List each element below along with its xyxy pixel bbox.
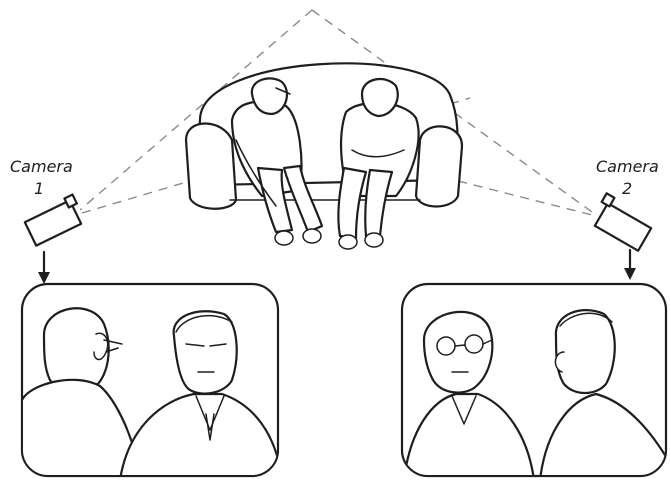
head-back: [556, 310, 615, 393]
camera-2-man-back-view: [540, 310, 668, 480]
camera-2-label: Camera: [596, 157, 659, 176]
right-man-shoe-2: [365, 233, 383, 247]
sofa-left-arm: [186, 124, 236, 209]
right-man-shoe-1: [339, 235, 357, 249]
front-shoulders: [404, 394, 534, 480]
left-man-shoe-1: [275, 231, 293, 245]
camera-1-view-frame: [10, 284, 282, 480]
right-man-leg-2: [365, 170, 392, 236]
left-man-head: [252, 78, 287, 114]
back-shoulders: [10, 380, 140, 480]
back-shoulders: [540, 394, 668, 480]
camera-1: Camera 1: [10, 157, 81, 284]
camera-1-label: Camera: [10, 157, 73, 176]
sofa-right-arm: [416, 126, 462, 206]
camera-1-number: 1: [34, 179, 44, 198]
glasses-right: [465, 335, 483, 353]
camera-2-man-front-view: [404, 312, 534, 480]
camera-icon: [595, 193, 651, 250]
right-man-head: [362, 79, 398, 116]
bald-head: [424, 312, 492, 393]
right-man-leg-1: [338, 168, 366, 238]
arrow-down-icon: [624, 268, 636, 280]
sofa: [186, 63, 462, 208]
camera-1-man-back-view: [10, 308, 140, 480]
glasses-left: [437, 337, 455, 355]
camera-2-view-frame: [402, 284, 668, 480]
camera-2-number: 2: [622, 179, 632, 198]
camera-1-man-front-view: [120, 311, 282, 480]
arrow-down-icon: [38, 272, 50, 284]
camera-2: Camera 2: [595, 157, 659, 280]
left-man-shoe-2: [303, 229, 321, 243]
camera-icon: [25, 195, 81, 246]
